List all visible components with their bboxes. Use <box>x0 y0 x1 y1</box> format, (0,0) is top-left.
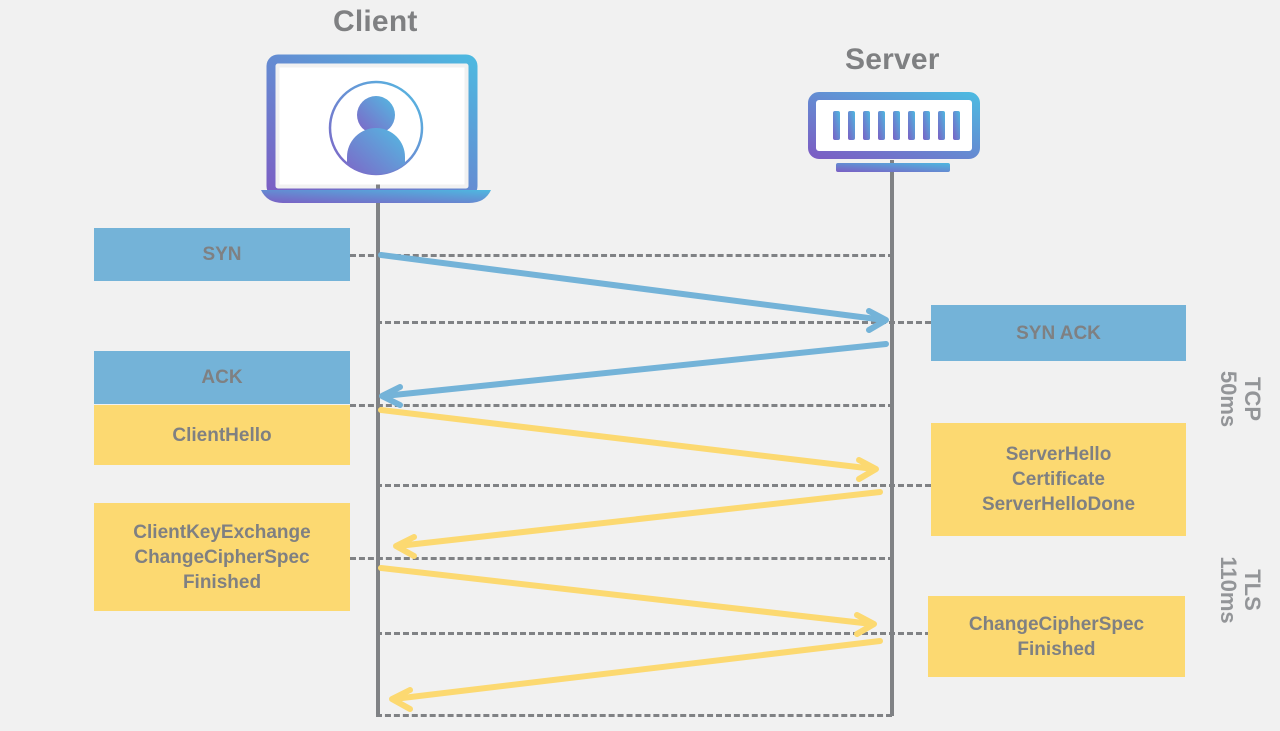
guide-line-3 <box>350 404 894 407</box>
message-box-client-hello[interactable]: ClientHello <box>94 405 350 465</box>
guide-line-6 <box>376 632 931 635</box>
phase-label-tls: TLS 110ms <box>1216 556 1265 624</box>
arrow-client-hello <box>378 407 879 482</box>
arrow-server-hello <box>393 489 883 559</box>
message-box-syn[interactable]: SYN <box>94 228 350 281</box>
client-lifeline <box>376 177 380 716</box>
server-lifeline <box>890 160 894 716</box>
message-box-server-hello[interactable]: ServerHello Certificate ServerHelloDone <box>931 423 1186 536</box>
message-box-ack[interactable]: ACK <box>94 351 350 404</box>
guide-line-1 <box>350 254 894 257</box>
phase-label-tcp: TCP 50ms <box>1216 370 1265 428</box>
server-title: Server <box>845 43 940 76</box>
client-title: Client <box>333 5 418 38</box>
server-rack-icon <box>808 92 980 172</box>
guide-line-5 <box>350 557 894 560</box>
guide-line-2 <box>376 321 931 324</box>
arrow-client-key-exchange <box>378 565 877 637</box>
arrow-syn-ack <box>379 341 889 408</box>
arrow-server-change-cipher <box>389 638 883 712</box>
message-box-server-change-cipher[interactable]: ChangeCipherSpec Finished <box>928 596 1185 677</box>
guide-line-7 <box>376 714 892 717</box>
message-box-syn-ack[interactable]: SYN ACK <box>931 305 1186 361</box>
arrow-syn <box>378 252 889 333</box>
message-box-client-key-exchange[interactable]: ClientKeyExchange ChangeCipherSpec Finis… <box>94 503 350 611</box>
guide-line-4 <box>376 484 931 487</box>
